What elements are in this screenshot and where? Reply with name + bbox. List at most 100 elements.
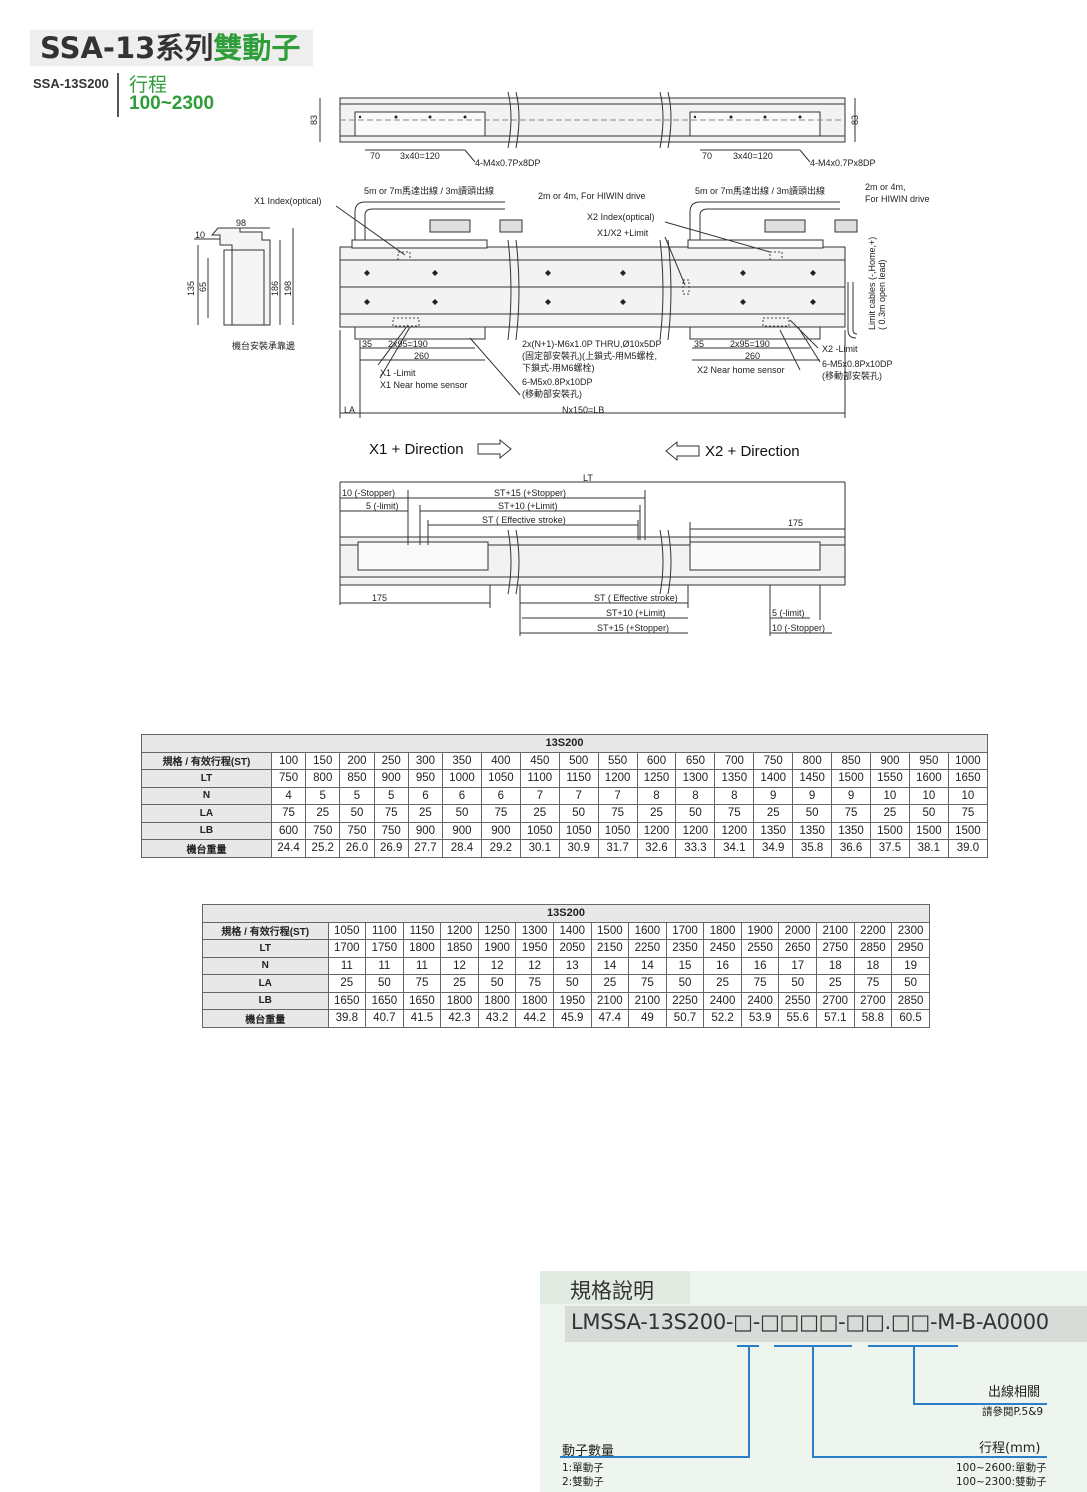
table-cell: 1950 bbox=[552, 991, 592, 1010]
technical-drawing: 83 83 70 3x40=120 4-M4x0.7Px8DP 70 3x40=… bbox=[186, 91, 930, 636]
page-title: SSA-13系列雙動子 bbox=[40, 31, 301, 65]
spec-title: 規格說明 bbox=[570, 1279, 654, 1303]
row-header: LA bbox=[141, 804, 272, 823]
dim-3x40-right: 3x40=120 bbox=[733, 151, 773, 161]
stroke-option-2: 100~2300:雙動子 bbox=[956, 1476, 1047, 1488]
dim-186: 186 bbox=[270, 281, 280, 296]
table-cell: 41.5 bbox=[402, 1009, 442, 1028]
table-cell: 2850 bbox=[891, 991, 930, 1010]
drive-note-left: 2m or 4m, For HIWIN drive bbox=[538, 191, 646, 201]
table-cell: 42.3 bbox=[440, 1009, 479, 1028]
table-cell: 1350 bbox=[753, 821, 794, 840]
cable-note-left: 5m or 7m馬達出線 / 3m讀頭出線 bbox=[364, 185, 494, 196]
mount-note-e: (移動部安裝孔) bbox=[522, 388, 582, 399]
table-cell: 1500 bbox=[947, 821, 989, 840]
table-cell: 57.1 bbox=[816, 1009, 855, 1028]
table-cell: 75 bbox=[597, 804, 638, 823]
table-cell: 300 bbox=[407, 751, 444, 770]
table-cell: 18 bbox=[853, 956, 893, 975]
table-cell: 15 bbox=[665, 956, 705, 975]
table-cell: 1700 bbox=[665, 921, 705, 940]
table-cell: 1900 bbox=[477, 939, 517, 958]
table-cell: 1600 bbox=[628, 921, 667, 940]
table-cell: 1900 bbox=[740, 921, 780, 940]
stopper-neg: 10 (-Stopper) bbox=[342, 488, 395, 498]
spec-code-background bbox=[565, 1306, 1087, 1342]
x2-limit-label: X2 -Limit bbox=[822, 344, 858, 354]
row-header: 機台重量 bbox=[202, 1009, 329, 1028]
row-header: N bbox=[202, 956, 329, 975]
table-cell: 10 bbox=[908, 786, 949, 805]
drive-note-right-a: 2m or 4m, bbox=[865, 182, 906, 192]
front-view bbox=[335, 201, 858, 418]
mount-note-a: 2x(N+1)-M6x1.0P THRU,Ø10x5DP bbox=[522, 339, 661, 349]
table-cell: 1750 bbox=[365, 939, 404, 958]
title-accent: 雙動子 bbox=[213, 31, 301, 65]
table-cell: 600 bbox=[636, 751, 677, 770]
dim-35-left: 35 bbox=[362, 339, 372, 349]
x2-direction-label: X2 + Direction bbox=[705, 443, 800, 460]
table-cell: 2850 bbox=[853, 939, 893, 958]
table-cell: 33.3 bbox=[675, 839, 716, 858]
x1-home-label: X1 Near home sensor bbox=[380, 380, 468, 390]
stroke-view bbox=[339, 481, 846, 636]
table-cell: 550 bbox=[597, 751, 638, 770]
x2-index-label: X2 Index(optical) bbox=[587, 212, 655, 222]
mover-option-1: 1:單動子 bbox=[562, 1462, 604, 1474]
header-divider bbox=[117, 73, 119, 117]
table-cell: 75 bbox=[853, 974, 893, 993]
stroke-option-label: 行程(mm) bbox=[979, 1441, 1041, 1456]
st10-bottom: ST+10 (+Limit) bbox=[606, 608, 666, 618]
dim-135: 135 bbox=[186, 281, 196, 296]
stroke-option-1: 100~2600:單動子 bbox=[956, 1462, 1047, 1474]
dim-83-right: 83 bbox=[850, 115, 860, 125]
table-cell: 27.7 bbox=[407, 839, 444, 858]
spec-code: LMSSA-13S200-□-□□□□-□□.□□-M-B-A0000 bbox=[571, 1310, 1049, 1334]
table-cell: 43.2 bbox=[477, 1009, 517, 1028]
table-cell: 1550 bbox=[869, 769, 910, 788]
table-cell: 26.0 bbox=[339, 839, 375, 858]
table-cell: 50 bbox=[477, 974, 517, 993]
table-cell: 52.2 bbox=[703, 1009, 742, 1028]
table-cell: 2250 bbox=[628, 939, 667, 958]
row-header: 規格 / 有效行程(ST) bbox=[141, 751, 272, 770]
thread-note-left: 4-M4x0.7Px8DP bbox=[475, 158, 541, 168]
limit-neg-bottom: 5 (-limit) bbox=[772, 608, 805, 618]
table-cell: 1200 bbox=[714, 821, 755, 840]
dim-la: LA bbox=[344, 405, 355, 415]
table-cell: 25 bbox=[590, 974, 630, 993]
stroke-label: 行程 bbox=[129, 74, 168, 96]
dim-35-right: 35 bbox=[694, 339, 704, 349]
row-header: LT bbox=[141, 769, 272, 788]
table-cell: 1500 bbox=[590, 921, 630, 940]
mount-note-b: (固定部安裝孔)(上鎖式-用M5螺栓, bbox=[522, 350, 657, 361]
table-cell: 32.6 bbox=[636, 839, 677, 858]
mount-note-d: 6-M5x0.8Px10DP bbox=[522, 377, 593, 387]
table-cell: 44.2 bbox=[515, 1009, 554, 1028]
cable-note-right: 5m or 7m馬達出線 / 3m讀頭出線 bbox=[695, 185, 825, 196]
table-cell: 39.8 bbox=[327, 1009, 367, 1028]
row-header: LT bbox=[202, 939, 329, 958]
table-cell: 34.9 bbox=[753, 839, 794, 858]
table-cell: 10 bbox=[869, 786, 910, 805]
dim-175-left: 175 bbox=[372, 593, 387, 603]
table-cell: 600 bbox=[270, 821, 307, 840]
limit-cables-label: Limit cables (-,Home,+) bbox=[867, 237, 877, 330]
table-cell: 58.8 bbox=[853, 1009, 893, 1028]
side-view bbox=[194, 227, 294, 326]
mount-edge-label: 機台安裝承靠邊 bbox=[232, 340, 295, 351]
table-cell: 75 bbox=[373, 804, 409, 823]
table-cell: 31.7 bbox=[597, 839, 638, 858]
table-title: 13S200 bbox=[141, 734, 988, 753]
dim-2x95-left: 2x95=190 bbox=[388, 339, 428, 349]
top-view bbox=[319, 91, 856, 163]
dim-lb: Nx150=LB bbox=[562, 405, 604, 415]
mover-count-label: 動子數量 bbox=[562, 1444, 615, 1459]
x2-home-label: X2 Near home sensor bbox=[697, 365, 785, 375]
dim-260-left: 260 bbox=[414, 351, 429, 361]
